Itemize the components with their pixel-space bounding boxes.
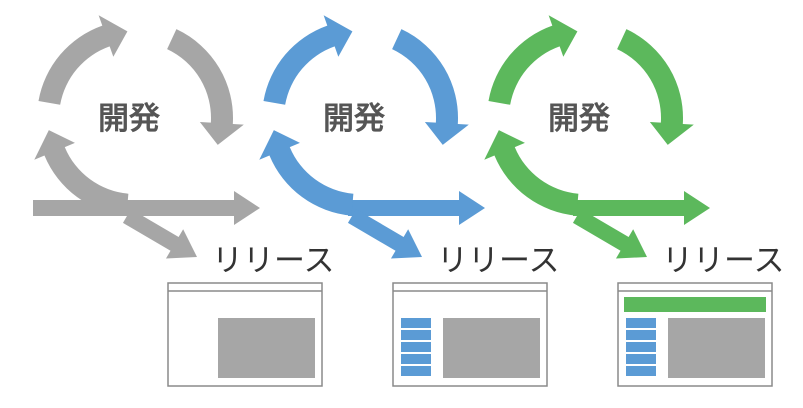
sidebar-row bbox=[401, 366, 431, 376]
dev-cycle-3 bbox=[484, 15, 694, 216]
sidebar-row bbox=[626, 354, 656, 364]
release-arrow-1 bbox=[122, 209, 197, 259]
cycle-arrow-segment bbox=[263, 15, 353, 105]
release-label: リリース bbox=[662, 243, 784, 279]
dev-cycle-1 bbox=[34, 15, 244, 216]
cycle-arrow-segment bbox=[484, 130, 579, 216]
cycle-arrow-segment bbox=[617, 29, 694, 145]
cycle-arrow-segment bbox=[167, 29, 244, 145]
flow-arrow-3 bbox=[573, 191, 710, 225]
dev-cycle-2 bbox=[259, 15, 469, 216]
release-label: リリース bbox=[212, 243, 334, 279]
content-block bbox=[668, 318, 765, 378]
flow-arrow-2 bbox=[348, 191, 485, 225]
cycle-label: 開発 bbox=[548, 101, 611, 137]
cycle-label: 開発 bbox=[98, 101, 161, 137]
cycle-arrow-segment bbox=[488, 15, 578, 105]
header-bar bbox=[624, 297, 766, 312]
content-block bbox=[443, 318, 540, 378]
sidebar-row bbox=[401, 318, 431, 328]
sidebar-row bbox=[626, 342, 656, 352]
cycle-arrow-segment bbox=[38, 15, 128, 105]
sidebar-row bbox=[626, 330, 656, 340]
sidebar-row bbox=[401, 342, 431, 352]
release-label: リリース bbox=[437, 243, 559, 279]
flow-arrow-1 bbox=[33, 191, 260, 225]
product-mockup-3 bbox=[617, 282, 773, 387]
content-block bbox=[218, 318, 315, 378]
product-mockup-1 bbox=[167, 282, 323, 387]
cycle-arrow-segment bbox=[392, 29, 469, 145]
sidebar-row bbox=[626, 366, 656, 376]
release-arrow-2 bbox=[347, 209, 422, 259]
product-mockup-2 bbox=[392, 282, 548, 387]
sidebar-row bbox=[401, 330, 431, 340]
cycle-label: 開発 bbox=[323, 101, 386, 137]
cycle-arrow-segment bbox=[34, 130, 129, 216]
sidebar-row bbox=[626, 318, 656, 328]
cycle-arrow-segment bbox=[259, 130, 354, 216]
release-arrow-3 bbox=[572, 209, 647, 259]
sidebar-row bbox=[401, 354, 431, 364]
